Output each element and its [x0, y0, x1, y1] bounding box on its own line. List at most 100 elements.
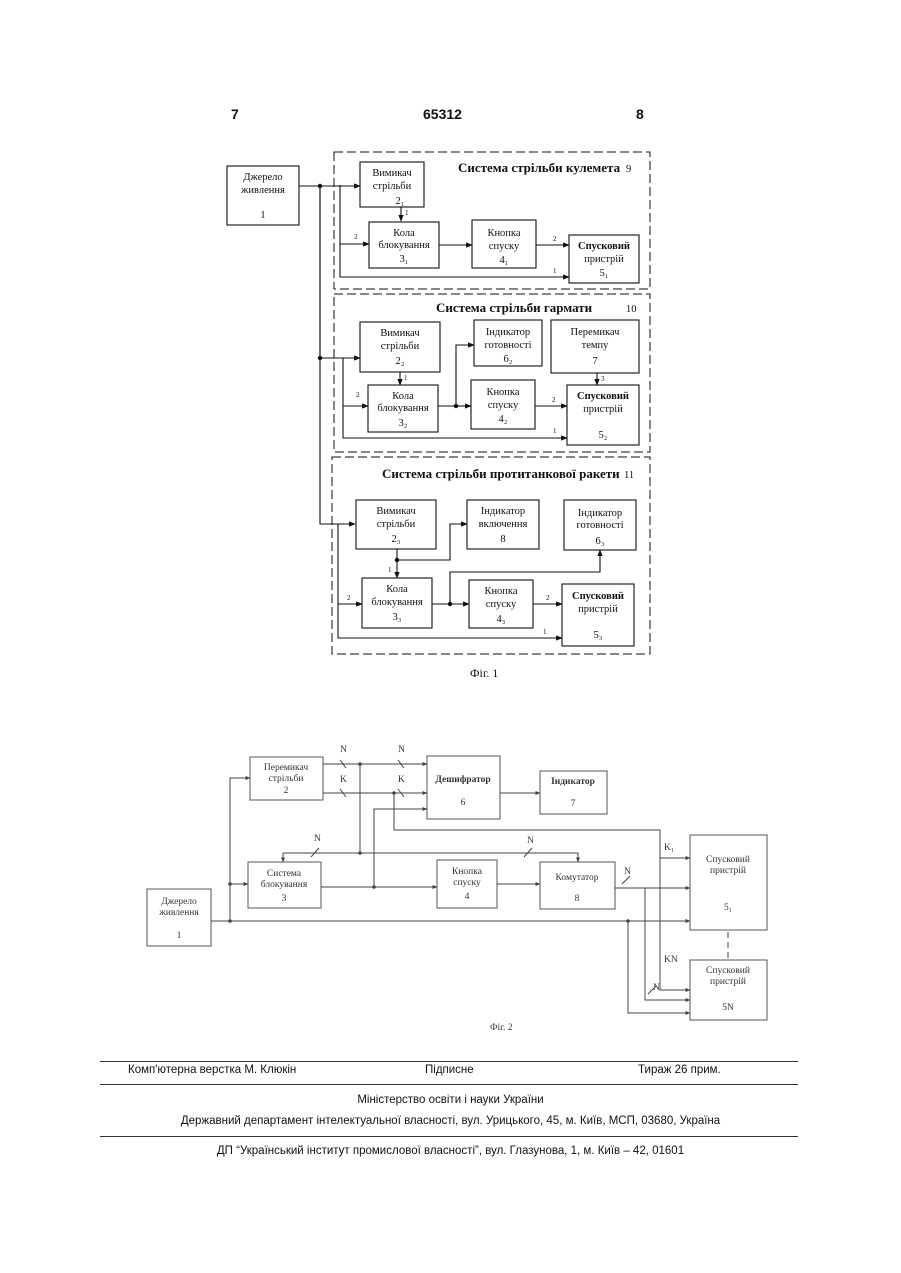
trigger-button-1-label-2: спуску: [489, 241, 520, 252]
system-9-title: Система стрільби кулемета: [458, 160, 621, 175]
lock-circuit-2-label-1: Кола: [392, 391, 414, 402]
footer-rule-middle: [100, 1084, 798, 1085]
fire-switch-2-label-1: Вимикач: [380, 328, 420, 339]
lock-circuit-3-number: 3₃: [393, 612, 402, 623]
trigger-button-label-2: спуску: [453, 878, 481, 888]
trigger-device-1-label-1: Спусковий: [578, 241, 630, 252]
fire-switch-1-label-1: Вимикач: [372, 168, 412, 179]
system-11-title: Система стрільби протитанкової ракети: [382, 466, 620, 481]
lock-system-label-1: Система: [267, 869, 302, 879]
fire-selector-label-2: стрільби: [269, 773, 304, 784]
bus-label-k: K: [340, 775, 347, 785]
decoder-number: 6: [461, 798, 466, 808]
power-source-label-2: живлення: [240, 185, 285, 196]
trigger-device-first-number: 5₁: [724, 903, 732, 913]
trigger-device-1-label-2: пристрій: [584, 254, 624, 265]
power-source-2-label-2: живлення: [158, 908, 199, 918]
trigger-button-label-1: Кнопка: [452, 867, 483, 877]
port-label: 2: [553, 235, 557, 243]
port-label: 1: [405, 209, 409, 217]
trigger-device-first-label-2: пристрій: [710, 865, 746, 876]
fire-selector-number: 2: [284, 786, 289, 796]
footer-circulation: Тираж 26 прим.: [638, 1064, 721, 1076]
lock-circuit-2-number: 3₂: [399, 418, 408, 429]
trigger-button-1-number: 4₁: [500, 255, 509, 266]
commutator-block: Комутатор 8: [540, 862, 615, 909]
footer-institute: ДП “Український інститут промислової вла…: [0, 1145, 901, 1157]
footer-layout-credit: Комп'ютерна верстка М. Клюкін: [128, 1064, 296, 1076]
port-label: 1: [553, 427, 557, 435]
system-10-number: 10: [626, 304, 637, 315]
lock-circuit-1-label-1: Кола: [393, 228, 415, 239]
power-source-label-1: Джерело: [243, 172, 282, 183]
decoder-label: Дешифратор: [435, 774, 490, 785]
trigger-button-1-block: Кнопка спуску 4₁: [472, 220, 536, 268]
port-label: 2: [354, 233, 358, 241]
ready-indicator-2-number: 6₂: [504, 354, 513, 365]
system-9-number: 9: [626, 164, 631, 175]
fire-switch-2-number: 2₂: [396, 356, 405, 367]
fire-switch-2-label-2: стрільби: [381, 341, 420, 352]
ready-indicator-3-label-1: Індикатор: [578, 508, 622, 519]
trigger-device-n-label-1: Спусковий: [706, 965, 750, 976]
lock-system-block: Система блокування 3: [248, 862, 321, 908]
lock-circuit-3-label-2: блокування: [371, 597, 422, 608]
fire-switch-2-block: Вимикач стрільби 2₂: [360, 322, 440, 372]
trigger-button-1-label-1: Кнопка: [487, 228, 520, 239]
indicator-7-label: Індикатор: [551, 777, 595, 787]
fire-switch-3-label-2: стрільби: [377, 519, 416, 530]
power-source-2-number: 1: [177, 931, 182, 941]
power-source-block: Джерело живлення 1: [227, 166, 299, 225]
trigger-device-1-block: Спусковий пристрій 5₁: [569, 235, 639, 283]
ready-indicator-2-label-1: Індикатор: [486, 327, 530, 338]
footer-ministry: Міністерство освіти і науки України: [0, 1094, 901, 1106]
fire-selector-block: Перемикач стрільби 2: [250, 757, 323, 800]
trigger-button-3-number: 4₃: [497, 614, 506, 625]
lock-system-label-2: блокування: [261, 879, 308, 890]
commutator-label: Комутатор: [556, 873, 599, 883]
footer-rule-bottom: [100, 1136, 798, 1137]
lock-circuit-1-label-2: блокування: [378, 240, 429, 251]
bus-label-n: N: [398, 745, 405, 755]
trigger-device-2-block: Спусковий пристрій 5₂: [567, 385, 639, 445]
trigger-device-3-label-2: пристрій: [578, 604, 618, 615]
trigger-device-3-label-1: Спусковий: [572, 591, 624, 602]
trigger-button-3-label-1: Кнопка: [484, 586, 517, 597]
port-label: 1: [388, 566, 392, 574]
indicator-7-block: Індикатор 7: [540, 771, 607, 814]
port-label: 2: [356, 391, 360, 399]
port-label: 1: [543, 628, 547, 636]
trigger-device-first-label-1: Спусковий: [706, 854, 750, 865]
bus-label-k1: K₁: [664, 843, 674, 853]
lock-circuit-2-block: Кола блокування 3₂: [368, 385, 438, 432]
port-label: 2: [347, 594, 351, 602]
fire-selector-label-1: Перемикач: [264, 763, 308, 773]
port-label: 1: [404, 374, 408, 382]
fire-switch-3-number: 2₃: [392, 534, 401, 545]
footer-rule-top: [100, 1061, 798, 1062]
trigger-device-n-block: Спусковий пристрій 5N: [690, 960, 767, 1020]
tempo-switch-block: Перемикач темпу 7: [551, 320, 639, 373]
figure-2-caption: Фіг. 2: [490, 1023, 513, 1033]
indicator-7-number: 7: [571, 799, 576, 809]
lock-circuit-3-label-1: Кола: [386, 584, 408, 595]
fire-switch-3-label-1: Вимикач: [376, 506, 416, 517]
ready-indicator-3-label-2: готовності: [576, 520, 623, 531]
bus-label-n: N: [653, 983, 660, 993]
bus-label-n: N: [624, 867, 631, 877]
trigger-button-number: 4: [465, 892, 470, 902]
system-11-number: 11: [624, 470, 634, 481]
power-source-number: 1: [260, 210, 265, 221]
figure-2: Перемикач стрільби 2 Дешифратор 6 Індика…: [147, 745, 767, 1033]
trigger-device-2-label-2: пристрій: [583, 404, 623, 415]
trigger-button-2-number: 4₂: [499, 414, 508, 425]
tempo-switch-label-2: темпу: [582, 340, 610, 351]
trigger-button-block: Кнопка спуску 4: [437, 860, 497, 908]
on-indicator-label-1: Індикатор: [481, 506, 525, 517]
bus-label-n: N: [314, 834, 321, 844]
trigger-device-first-block: Спусковий пристрій 5₁: [690, 835, 767, 930]
fire-switch-1-number: 2₁: [396, 196, 405, 207]
commutator-number: 8: [575, 894, 580, 904]
power-source-2-label-1: Джерело: [161, 897, 197, 907]
